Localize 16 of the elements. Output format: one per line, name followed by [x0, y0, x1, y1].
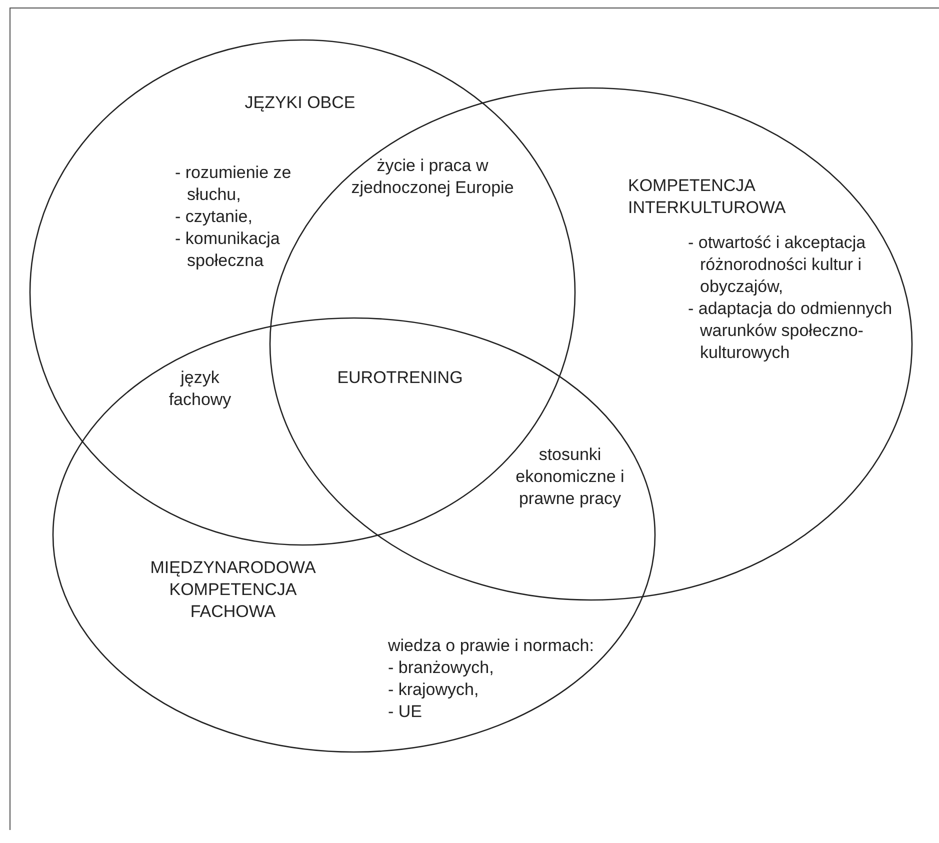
- set-item: - branżowych,: [388, 657, 495, 679]
- set-item: - komunikacja społeczna: [175, 228, 281, 272]
- set-item: - UE: [388, 701, 423, 723]
- set-title: JĘZYKI OBCE: [244, 92, 356, 114]
- set-item: - krajowych,: [388, 679, 480, 701]
- overlap-label: życie i praca w zjednoczonej Europie: [350, 155, 515, 199]
- overlap-label: język fachowy: [168, 367, 232, 411]
- set-item: - adaptacja do odmiennych warunków społeczno-kulturowych: [688, 298, 894, 364]
- set-item: - czytanie,: [175, 206, 254, 228]
- set-title: MIĘDZYNARODOWA KOMPETENCJA FACHOWA: [149, 557, 317, 623]
- set-item: wiedza o prawie i normach:: [388, 635, 595, 657]
- set-item: - rozumienie ze słuchu,: [175, 162, 292, 206]
- overlap-label: stosunki ekonomiczne i prawne pracy: [515, 444, 625, 510]
- set-item: - otwartość i akceptacja różnorodności kultur i obyczajów,: [688, 232, 867, 298]
- set-title: KOMPETENCJA INTERKULTUROWA: [628, 175, 787, 219]
- overlap-label: EUROTRENING: [336, 367, 464, 389]
